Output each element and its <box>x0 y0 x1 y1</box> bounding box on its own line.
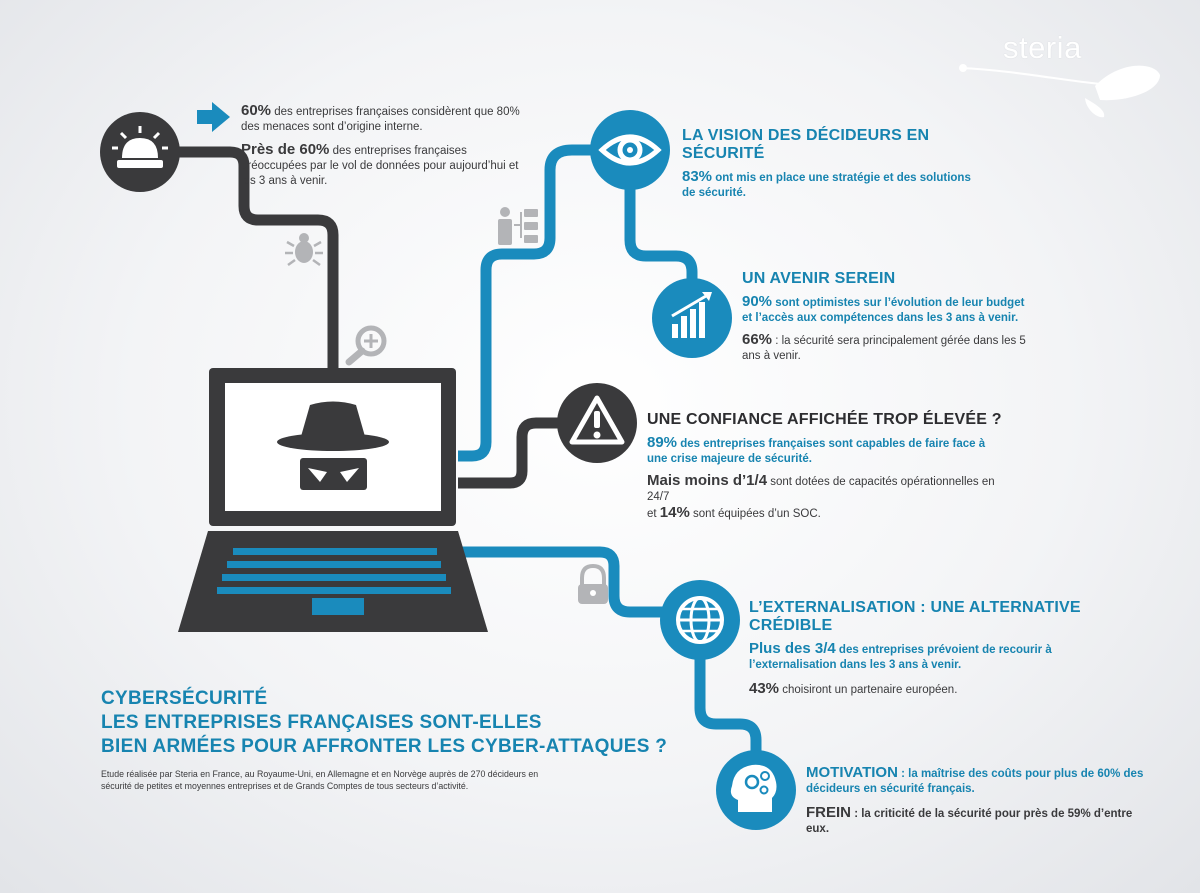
frein-label: FREIN <box>806 804 851 821</box>
frein-line: FREIN : la criticité de la sécurité pour… <box>806 805 1151 837</box>
externalisation-stat-2: 43% choisiront un partenaire européen. <box>749 681 1134 698</box>
alarm-icon <box>100 112 180 192</box>
confiance-stat-1: 89% des entreprises françaises sont capa… <box>647 435 1007 467</box>
externalisation-stat-2-text: choisiront un partenaire européen. <box>779 684 958 696</box>
padlock-icon <box>578 563 608 604</box>
head-gears-icon <box>716 750 796 830</box>
threats-block: 60% des entreprises françaises considère… <box>241 103 533 189</box>
vision-block: LA VISION DES DÉCIDEURS EN SÉCURITÉ 83% … <box>682 127 982 201</box>
motivation-label: MOTIVATION <box>806 764 898 781</box>
avenir-stat-1: 90% sont optimistes sur l’évolution de l… <box>742 294 1034 326</box>
avenir-stat-2-value: 66% <box>742 331 773 348</box>
brand-logo: steria <box>1003 30 1082 65</box>
confiance-heading: UNE CONFIANCE AFFICHÉE TROP ÉLEVÉE ? <box>647 411 1002 428</box>
avenir-block: UN AVENIR SEREIN 90% sont optimistes sur… <box>742 270 1034 364</box>
motivation-line: MOTIVATION : la maîtrise des coûts pour … <box>806 765 1151 797</box>
vision-stat-1: 83% ont mis en place une stratégie et de… <box>682 169 982 201</box>
threat-stat-2: Près de 60% des entreprises françaises p… <box>241 142 533 189</box>
confiance-stat-2-value: Mais moins d’1/4 <box>647 472 768 489</box>
motivation-connector <box>694 658 762 760</box>
page-title-line-1: CYBERSÉCURITÉ <box>101 688 268 709</box>
page-title-line-2: LES ENTREPRISES FRANÇAISES SONT-ELLES <box>101 712 542 733</box>
threat-stat-1: 60% des entreprises françaises considère… <box>241 103 533 135</box>
confiance-stat-3-value: 14% <box>659 504 690 521</box>
study-note: Etude réalisée par Steria en France, au … <box>101 769 539 791</box>
eye-icon <box>590 110 670 190</box>
page-title-line-3: BIEN ARMÉES POUR AFFRONTER LES CYBER-ATT… <box>101 736 668 757</box>
confiance-stat-3-text: sont équipées d’un SOC. <box>689 508 821 520</box>
avenir-stat-1-value: 90% <box>742 293 773 310</box>
vision-heading: LA VISION DES DÉCIDEURS EN SÉCURITÉ <box>682 127 930 162</box>
avenir-stat-1-text: sont optimistes sur l’évolution de leur … <box>742 297 1025 324</box>
arrow-right-icon <box>197 102 230 132</box>
confiance-stat-1-text: des entreprises françaises sont capables… <box>647 438 986 465</box>
externalisation-stat-1-value: Plus des 3/4 <box>749 640 836 657</box>
globe-icon <box>660 580 740 660</box>
externalisation-connector <box>460 546 664 618</box>
growth-chart-icon <box>652 278 732 358</box>
externalisation-stat-1-text: des entreprises prévoient de recourir à … <box>749 644 1052 671</box>
avenir-heading: UN AVENIR SEREIN <box>742 270 896 287</box>
avenir-stat-2-text: : la sécurité sera principalement gérée … <box>742 335 1026 362</box>
bug-icon <box>285 233 323 267</box>
threat-stat-1-text: des entreprises françaises considèrent q… <box>241 106 520 133</box>
vision-connector <box>458 144 596 462</box>
hacker-icon <box>277 401 389 490</box>
warning-icon <box>557 383 637 463</box>
threat-stat-1-value: 60% <box>241 102 272 119</box>
motivation-block: MOTIVATION : la maîtrise des coûts pour … <box>806 765 1151 837</box>
confiance-block: UNE CONFIANCE AFFICHÉE TROP ÉLEVÉE ? 89%… <box>647 411 1007 522</box>
threat-stat-2-value: Près de 60% <box>241 141 330 158</box>
threat-stat-2-text: des entreprises françaises préoccupées p… <box>241 145 519 187</box>
externalisation-stat-1: Plus des 3/4 des entreprises prévoient d… <box>749 641 1134 673</box>
vision-stat-1-text: ont mis en place une stratégie et des so… <box>682 172 971 199</box>
alarm-connector <box>178 146 339 370</box>
vision-stat-1-value: 83% <box>682 168 713 185</box>
avenir-connector <box>624 184 698 290</box>
warning-connector <box>458 417 560 489</box>
externalisation-stat-2-value: 43% <box>749 680 780 697</box>
confiance-stat-1-value: 89% <box>647 434 678 451</box>
avenir-stat-2: 66% : la sécurité sera principalement gé… <box>742 332 1034 364</box>
confiance-stat-join: et <box>647 508 660 520</box>
confiance-stat-2-text: sont dotées de capacités opérationnelles… <box>647 476 995 503</box>
magnifier-plus-icon <box>345 325 387 366</box>
motivation-text: : la maîtrise des coûts pour plus de 60%… <box>806 768 1144 795</box>
page-title: CYBERSÉCURITÉ LES ENTREPRISES FRANÇAISES… <box>101 687 667 759</box>
externalisation-heading: L’EXTERNALISATION : UNE ALTERNATIVE CRÉD… <box>749 599 1081 634</box>
org-chart-icon <box>498 207 538 245</box>
brand-swoosh-icon <box>959 64 1160 118</box>
externalisation-block: L’EXTERNALISATION : UNE ALTERNATIVE CRÉD… <box>749 599 1134 698</box>
frein-text: : la criticité de la sécurité pour près … <box>806 808 1133 835</box>
confiance-stat-2: Mais moins d’1/4 sont dotées de capacité… <box>647 473 1007 522</box>
